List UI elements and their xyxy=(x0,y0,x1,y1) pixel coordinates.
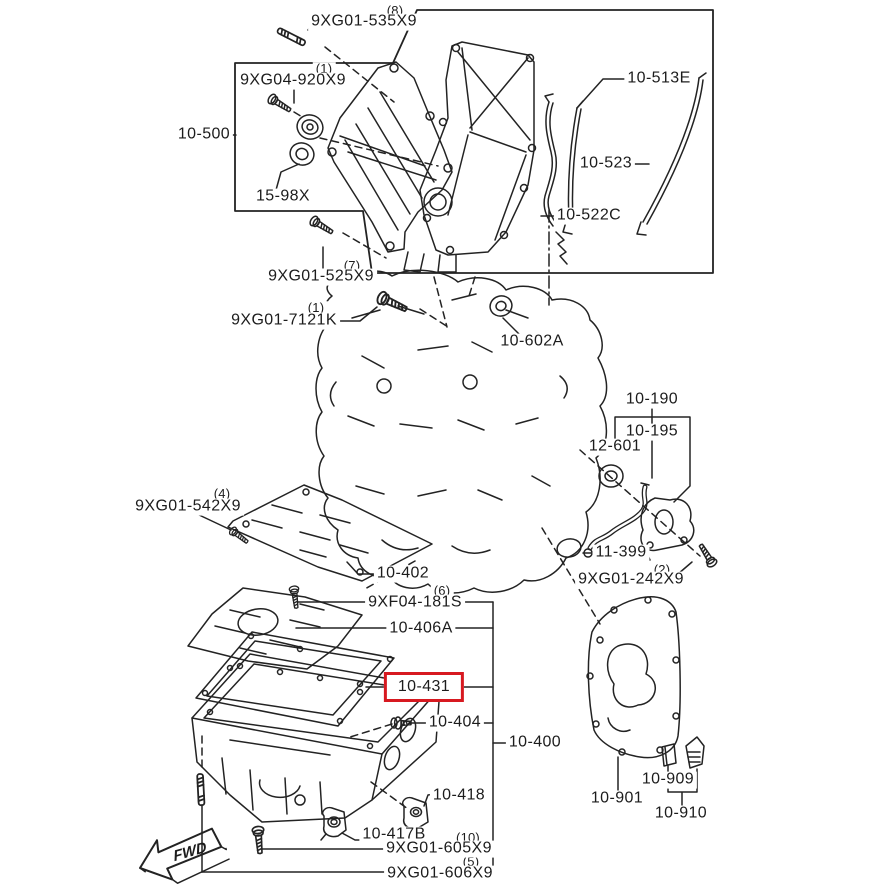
part-label-9xg01-535x9[interactable]: 9XG01-535X9 xyxy=(308,13,420,31)
part-label-10-431-highlighted[interactable]: 10-431 xyxy=(383,672,465,702)
gasket-10-522c-drawing xyxy=(543,93,568,265)
part-label-9xg01-606x9[interactable]: 9XG01-606X9 xyxy=(384,865,496,883)
part-label-10-513e[interactable]: 10-513E xyxy=(624,70,694,88)
part-10-417b-drawing xyxy=(320,806,347,841)
group-box-timing-cover xyxy=(234,9,714,274)
part-qty-9xg01-606x9: (5) xyxy=(459,855,483,869)
end-plate-10-901-drawing xyxy=(586,596,681,759)
part-qty-9xg01-542x9: (4) xyxy=(210,487,234,501)
baffle-10-402-drawing xyxy=(227,484,433,582)
part-label-10-190[interactable]: 10-190 xyxy=(622,391,682,409)
timing-frame-drawing xyxy=(419,41,537,256)
gasket-10-431-drawing xyxy=(195,631,395,727)
engine-block-drawing xyxy=(315,269,608,594)
part-label-10-195[interactable]: 10-195 xyxy=(622,423,682,441)
timing-cover-drawing xyxy=(327,61,457,273)
part-qty-9xg01-7121k: (1) xyxy=(304,301,328,315)
projection-lines xyxy=(201,46,701,810)
plate-10-406a-drawing xyxy=(187,587,363,670)
oil-pipe-10-195-drawing xyxy=(583,482,650,558)
part-label-11-399[interactable]: 11-399 xyxy=(592,544,650,562)
oring-11-399-drawing xyxy=(556,538,582,558)
part-label-9xg01-605x9[interactable]: 9XG01-605X9 xyxy=(383,840,495,858)
part-label-10-910[interactable]: 10-910 xyxy=(651,805,711,823)
part-label-12-601[interactable]: 12-601 xyxy=(585,438,645,456)
part-label-9xg01-542x9[interactable]: 9XG01-542X9 xyxy=(132,498,244,516)
part-label-10-500[interactable]: 10-500 xyxy=(174,126,234,144)
part-label-10-523[interactable]: 10-523 xyxy=(576,155,636,173)
part-label-9xg01-7121k[interactable]: 9XG01-7121K xyxy=(228,312,340,330)
part-label-10-402[interactable]: 10-402 xyxy=(373,565,433,583)
fwd-arrow xyxy=(139,827,230,884)
part-label-9xg04-920x9[interactable]: 9XG04-920X9 xyxy=(237,72,349,90)
bracket-lines-10-190 xyxy=(614,406,691,503)
part-label-10-400[interactable]: 10-400 xyxy=(505,734,565,752)
part-label-10-522c[interactable]: 10-522C xyxy=(553,207,625,225)
part-label-10-901[interactable]: 10-901 xyxy=(587,790,647,808)
part-label-10-406a[interactable]: 10-406A xyxy=(386,620,456,638)
part-label-9xf04-181s[interactable]: 9XF04-181S xyxy=(365,594,465,612)
part-10-910-drawing xyxy=(685,736,705,769)
gasket-10-523-drawing xyxy=(636,72,707,236)
part-label-10-404[interactable]: 10-404 xyxy=(425,714,485,732)
part-10-909-drawing xyxy=(661,743,677,767)
part-label-15-98x[interactable]: 15-98X xyxy=(253,188,313,206)
part-qty-9xf04-181s: (6) xyxy=(430,584,454,598)
part-label-10-418[interactable]: 10-418 xyxy=(429,787,489,805)
pulley-15-98x-drawing xyxy=(289,114,324,166)
part-label-10-909[interactable]: 10-909 xyxy=(638,771,698,789)
fasteners-drawing xyxy=(196,26,719,855)
seal-12-601-drawing xyxy=(598,464,624,488)
part-qty-9xg04-920x9: (1) xyxy=(312,62,336,76)
part-label-9xg01-525x9[interactable]: 9XG01-525X9 xyxy=(265,268,377,286)
part-label-10-417b[interactable]: 10-417B xyxy=(359,826,429,844)
seal-10-602a-drawing xyxy=(489,295,513,317)
part-label-10-602a[interactable]: 10-602A xyxy=(497,333,567,351)
part-label-9xg01-242x9[interactable]: 9XG01-242X9 xyxy=(575,571,687,589)
part-10-418-drawing xyxy=(401,796,429,830)
